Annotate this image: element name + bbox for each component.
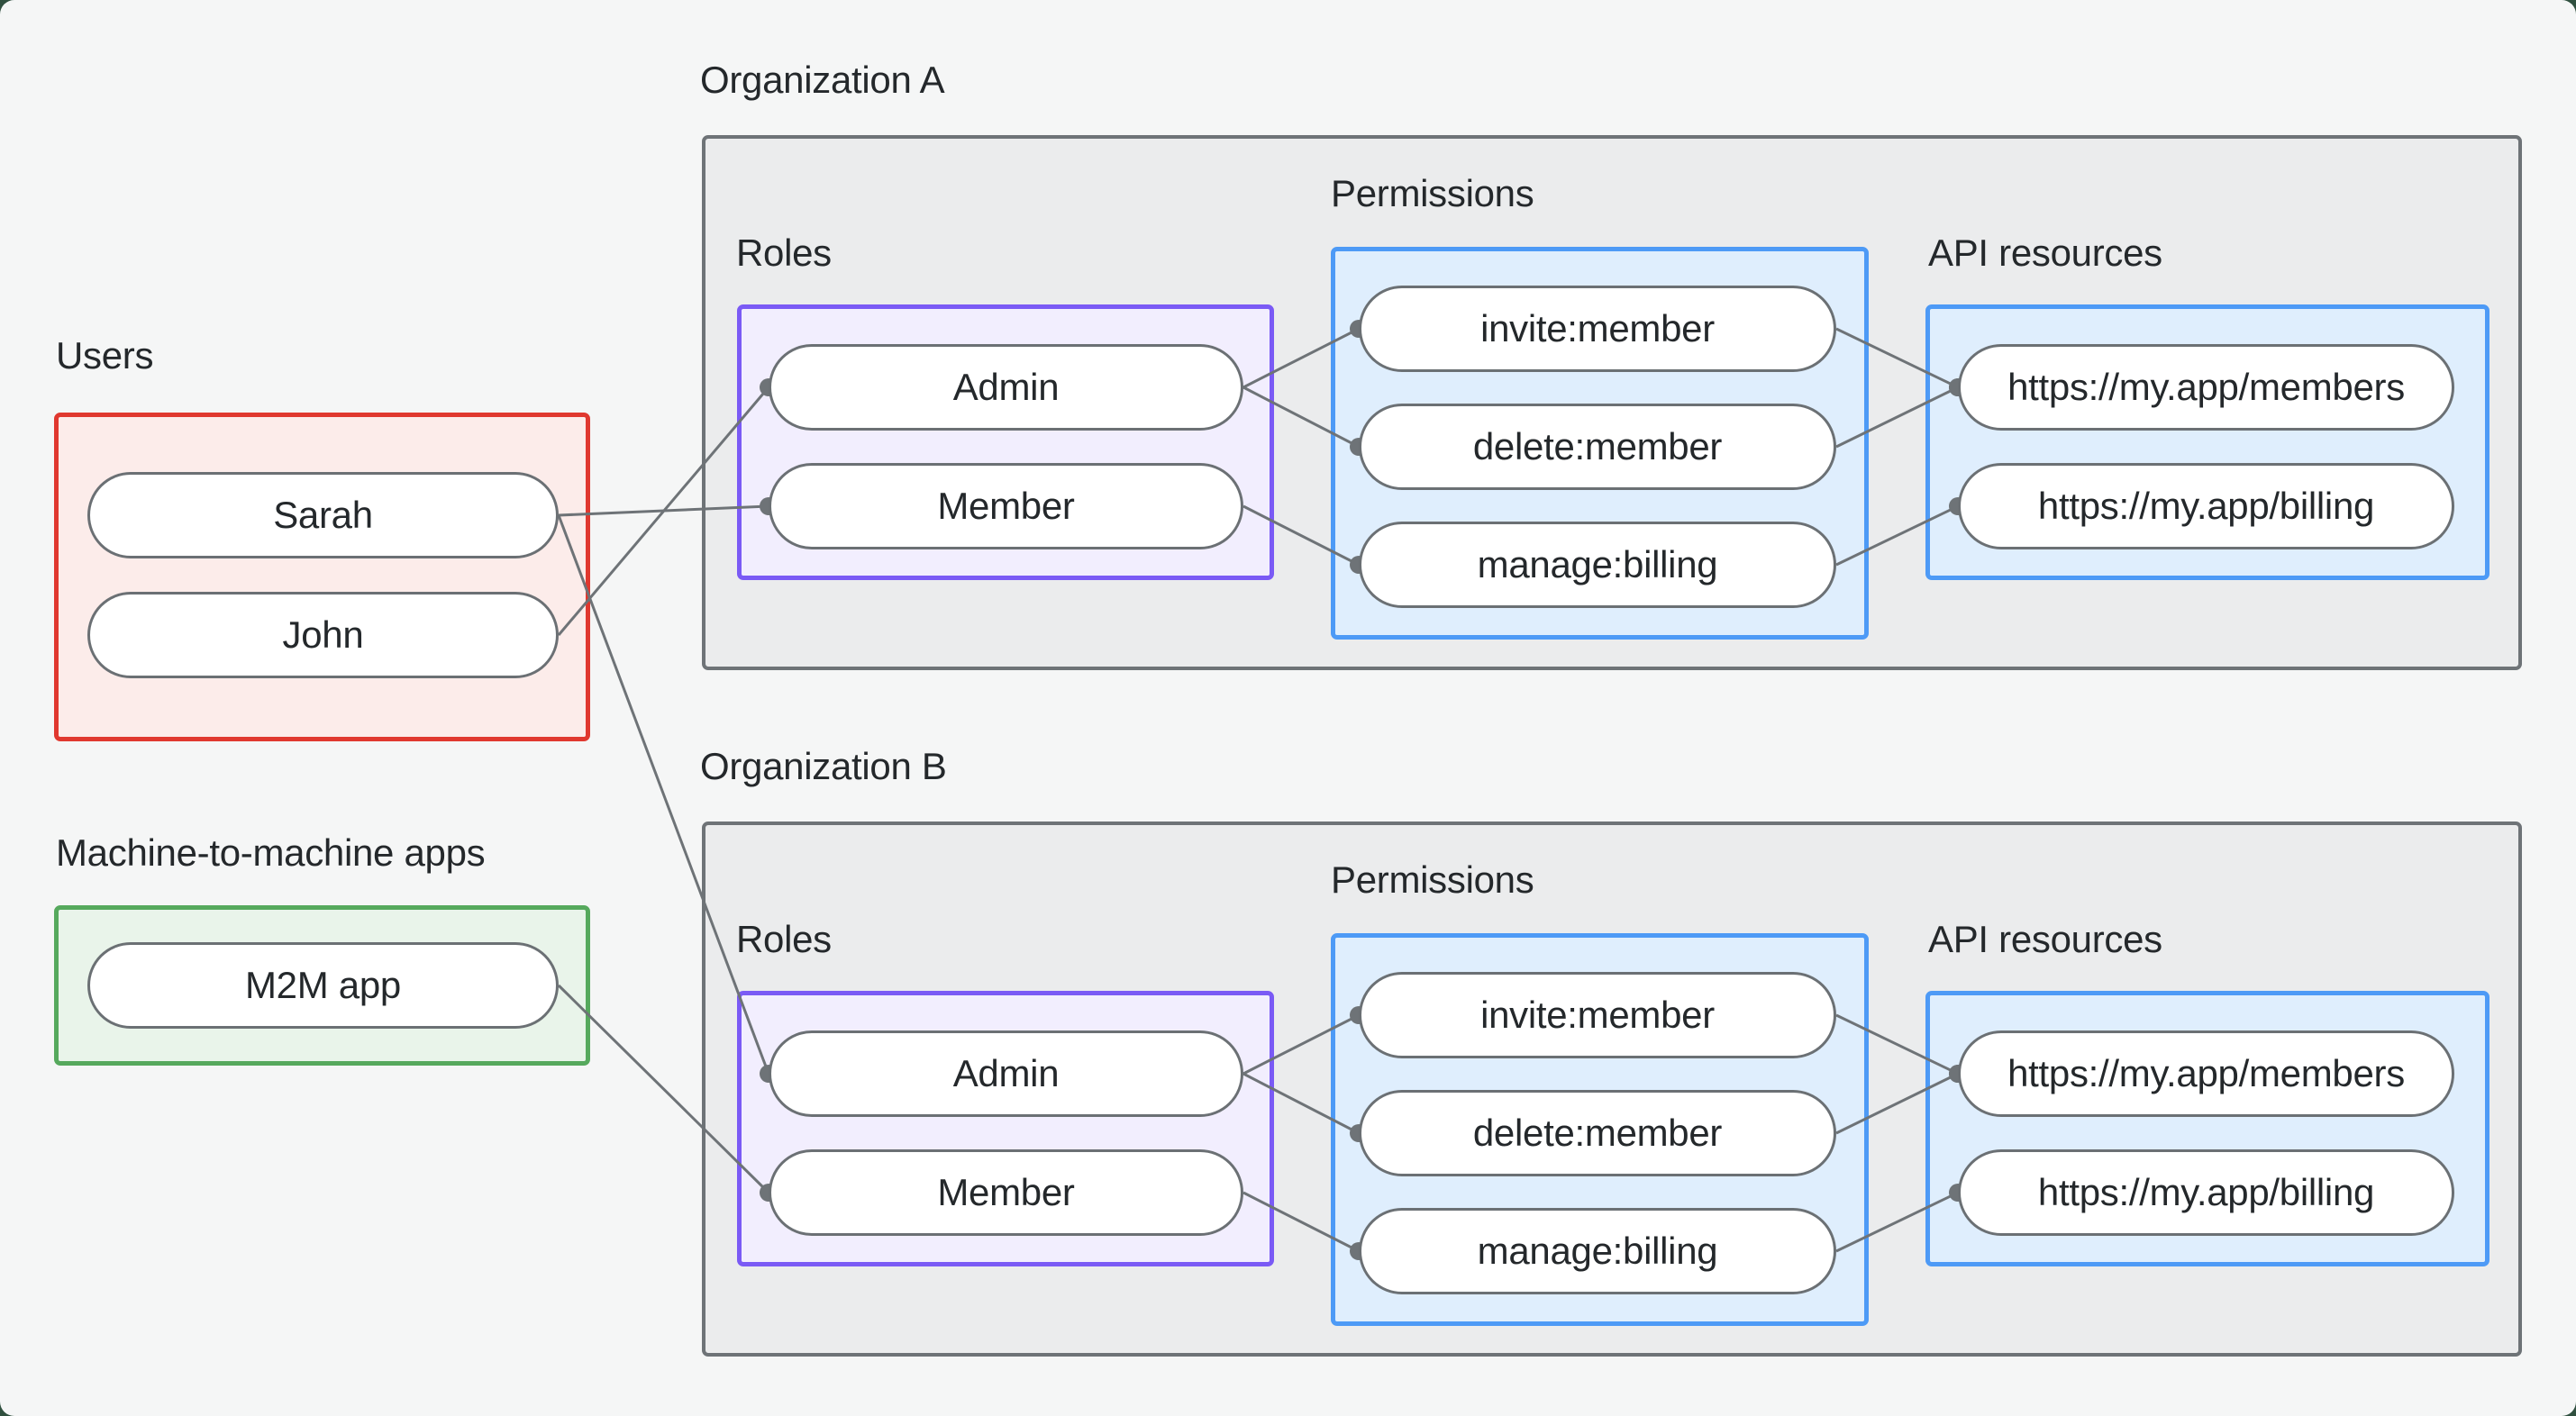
org-a-api-label: API resources: [1928, 231, 2162, 274]
node-pill-org-b-manage-billing: manage:billing: [1359, 1208, 1836, 1294]
org-a-permissions-label: Permissions: [1331, 172, 1534, 214]
node-pill-org-b-member: Member: [769, 1149, 1243, 1236]
org-b-permissions-label: Permissions: [1331, 858, 1534, 901]
node-pill-m2m-app: M2M app: [87, 942, 559, 1029]
node-pill-org-b-api-billing: https://my.app/billing: [1958, 1149, 2454, 1236]
node-pill-org-b-delete-member: delete:member: [1359, 1090, 1836, 1176]
org-a-label: Organization A: [700, 59, 945, 101]
node-pill-org-a-api-members: https://my.app/members: [1958, 344, 2454, 431]
node-pill-org-a-delete-member: delete:member: [1359, 404, 1836, 490]
node-pill-org-a-member: Member: [769, 463, 1243, 549]
org-b-api-label: API resources: [1928, 918, 2162, 960]
node-pill-org-b-admin: Admin: [769, 1030, 1243, 1117]
node-pill-org-b-invite-member: invite:member: [1359, 972, 1836, 1058]
users-label: Users: [56, 334, 154, 377]
node-pill-org-b-api-members: https://my.app/members: [1958, 1030, 2454, 1117]
node-pill-org-a-manage-billing: manage:billing: [1359, 522, 1836, 608]
org-a-roles-label: Roles: [736, 231, 832, 274]
node-pill-john: John: [87, 592, 559, 678]
org-b-roles-label: Roles: [736, 918, 832, 960]
org-b-label: Organization B: [700, 745, 947, 787]
node-pill-sarah: Sarah: [87, 472, 559, 558]
node-pill-org-a-api-billing: https://my.app/billing: [1958, 463, 2454, 549]
node-pill-org-a-admin: Admin: [769, 344, 1243, 431]
m2m-label: Machine-to-machine apps: [56, 831, 486, 874]
users-group-box: [54, 413, 590, 741]
node-pill-org-a-invite-member: invite:member: [1359, 286, 1836, 372]
